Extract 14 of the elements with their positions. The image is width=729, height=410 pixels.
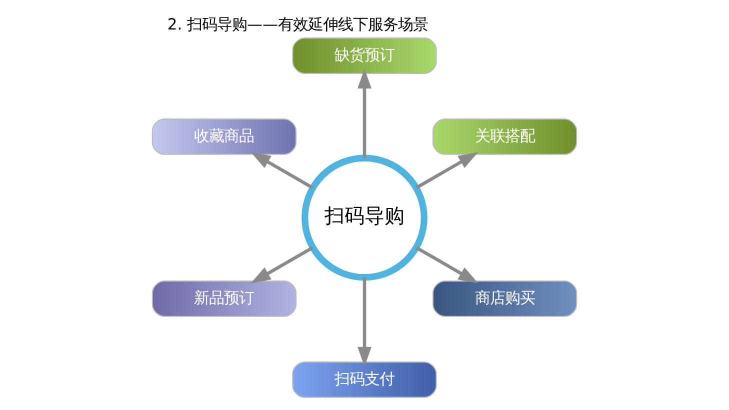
- node-box: 关联搭配: [432, 118, 578, 155]
- arrow: [250, 152, 314, 190]
- node-circle: 扫码导购: [302, 154, 428, 281]
- node-box: 商店购买: [432, 280, 578, 317]
- arrow: [358, 278, 372, 367]
- node-box: 缺货预订: [292, 38, 437, 74]
- node-box: 扫码支付: [292, 361, 437, 398]
- arrow: [358, 68, 372, 158]
- diagram-title: 2. 扫码导购——有效延伸线下服务场景: [167, 15, 428, 34]
- arrow: [416, 152, 478, 190]
- arrow: [416, 246, 478, 284]
- node-box: 收藏商品: [152, 118, 297, 155]
- arrow: [250, 246, 314, 284]
- node-box: 新品预订: [152, 280, 297, 317]
